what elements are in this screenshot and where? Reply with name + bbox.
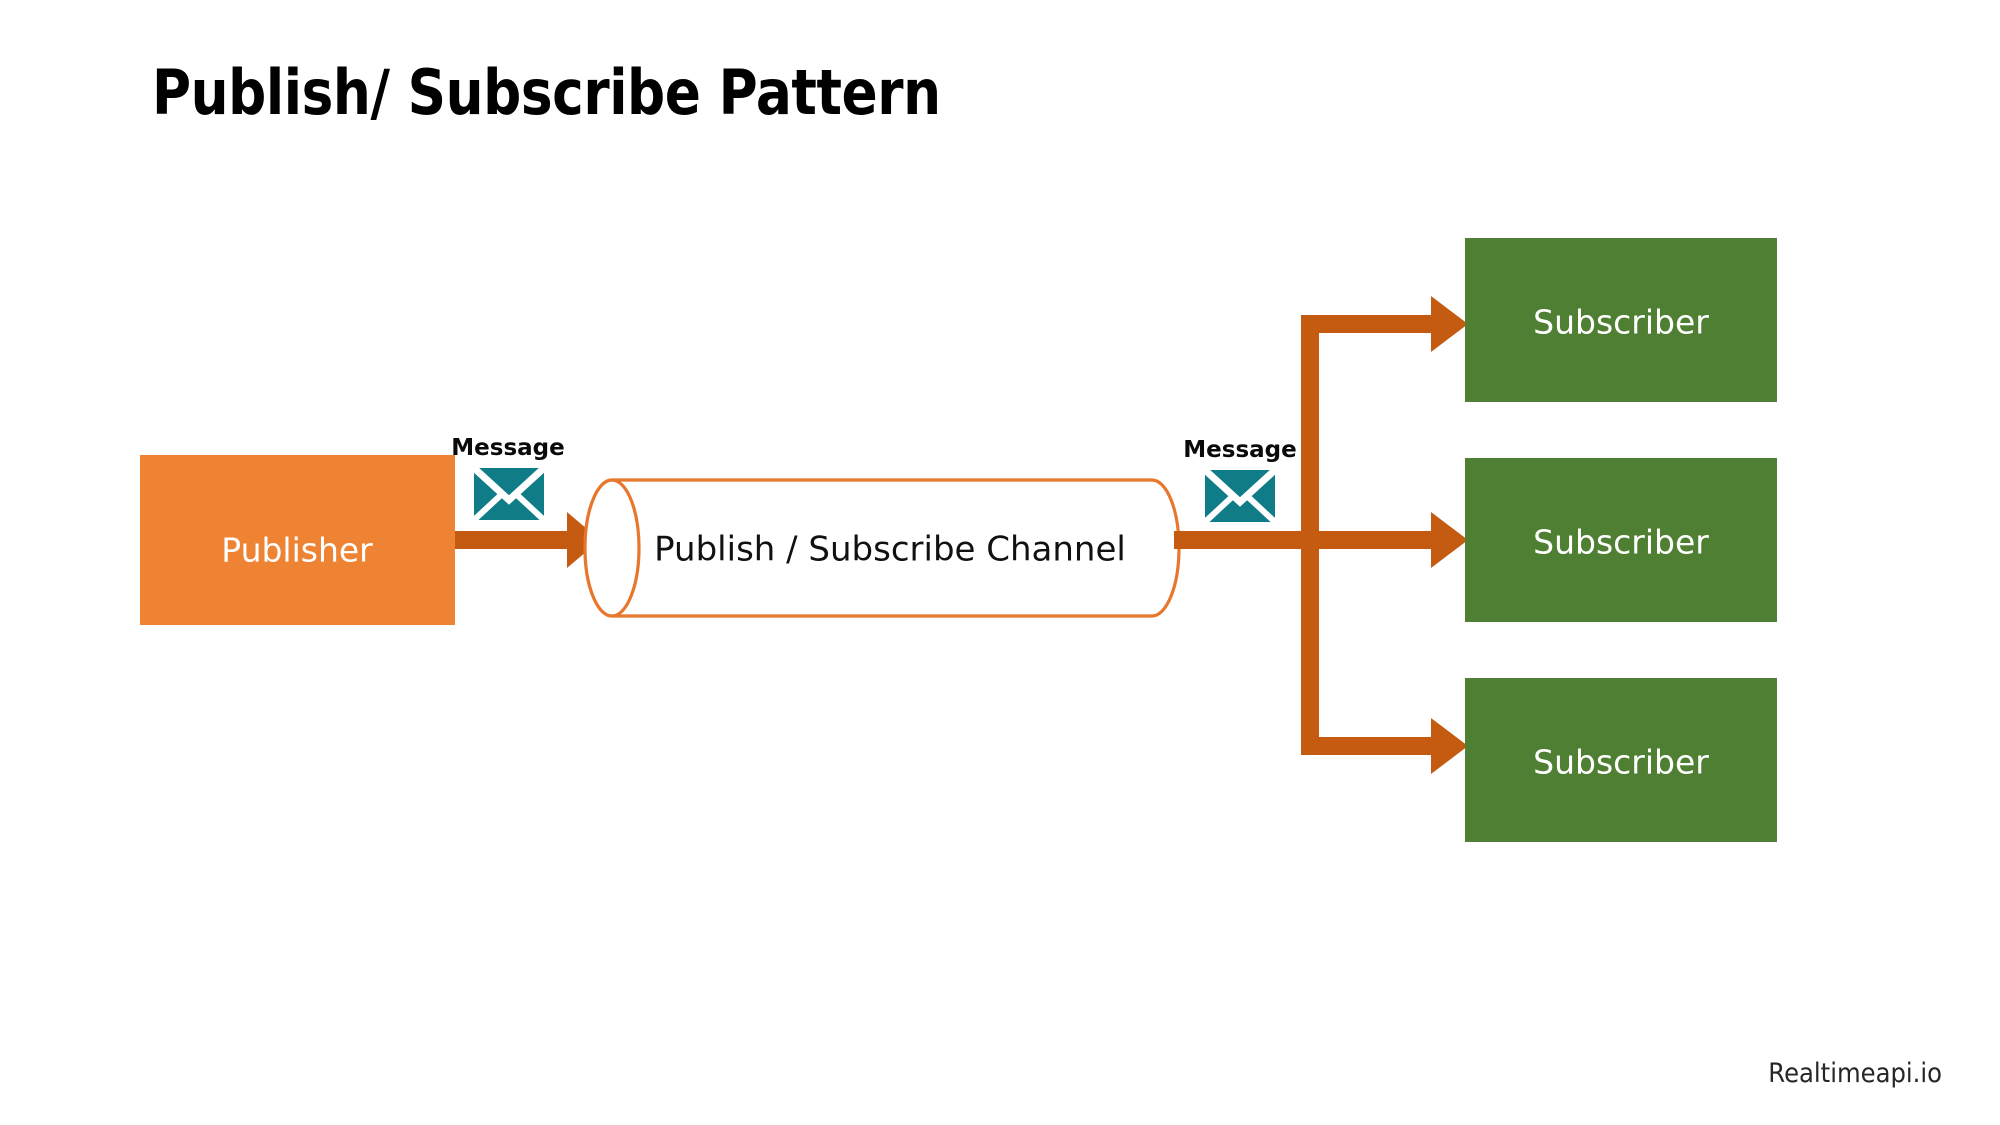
subscriber-node-2[interactable]: Subscriber xyxy=(1465,458,1777,622)
envelope-fold-right xyxy=(1244,493,1278,525)
envelope-flap xyxy=(1202,467,1278,507)
bus-horizontal-out xyxy=(1174,531,1319,549)
subscriber-label: Subscriber xyxy=(1533,523,1709,562)
channel-cylinder-cap xyxy=(583,478,641,618)
arrow-head xyxy=(1431,512,1468,568)
publisher-node[interactable]: Publisher xyxy=(140,455,455,625)
arrow-shaft xyxy=(1301,315,1431,333)
arrow-head xyxy=(1431,718,1468,774)
envelope-icon xyxy=(471,465,547,523)
subscriber-box[interactable] xyxy=(1465,678,1777,842)
watermark-brand: Realtimeapi.io xyxy=(1768,1058,1942,1089)
channel-node[interactable]: Publish / Subscribe Channel xyxy=(583,478,1181,618)
distribution-bus xyxy=(1174,315,1319,755)
subscriber-label: Subscriber xyxy=(1533,743,1709,782)
subscriber-node-3[interactable]: Subscriber xyxy=(1465,678,1777,842)
arrow-to-subscriber-2 xyxy=(1301,512,1468,568)
subscriber-box[interactable] xyxy=(1465,238,1777,402)
subscriber-node-1[interactable]: Subscriber xyxy=(1465,238,1777,402)
envelope-icon xyxy=(1202,467,1278,525)
arrow-shaft xyxy=(1301,737,1431,755)
arrow-to-subscriber-1 xyxy=(1301,296,1468,352)
channel-label: Publish / Subscribe Channel xyxy=(654,530,1126,570)
arrow-publisher-to-channel xyxy=(455,512,600,568)
message-label-right: Message xyxy=(1183,437,1296,463)
arrow-shaft xyxy=(1301,531,1431,549)
page-title: Publish/ Subscribe Pattern xyxy=(152,56,941,129)
envelope-fold-right xyxy=(513,491,547,523)
envelope-fold-left xyxy=(471,491,505,523)
arrow-head xyxy=(567,512,600,568)
message-marker-right: Message xyxy=(1183,437,1297,525)
arrow-shaft xyxy=(455,531,567,549)
subscriber-label: Subscriber xyxy=(1533,303,1709,342)
publisher-box[interactable] xyxy=(140,455,455,625)
subscriber-box[interactable] xyxy=(1465,458,1777,622)
envelope-flap xyxy=(471,465,547,505)
publisher-label: Publisher xyxy=(221,531,373,570)
envelope-fold-left xyxy=(1202,493,1236,525)
arrow-to-subscriber-3 xyxy=(1301,718,1468,774)
message-label-left: Message xyxy=(451,435,564,461)
message-marker-left: Message xyxy=(451,435,565,523)
arrow-head xyxy=(1431,296,1468,352)
